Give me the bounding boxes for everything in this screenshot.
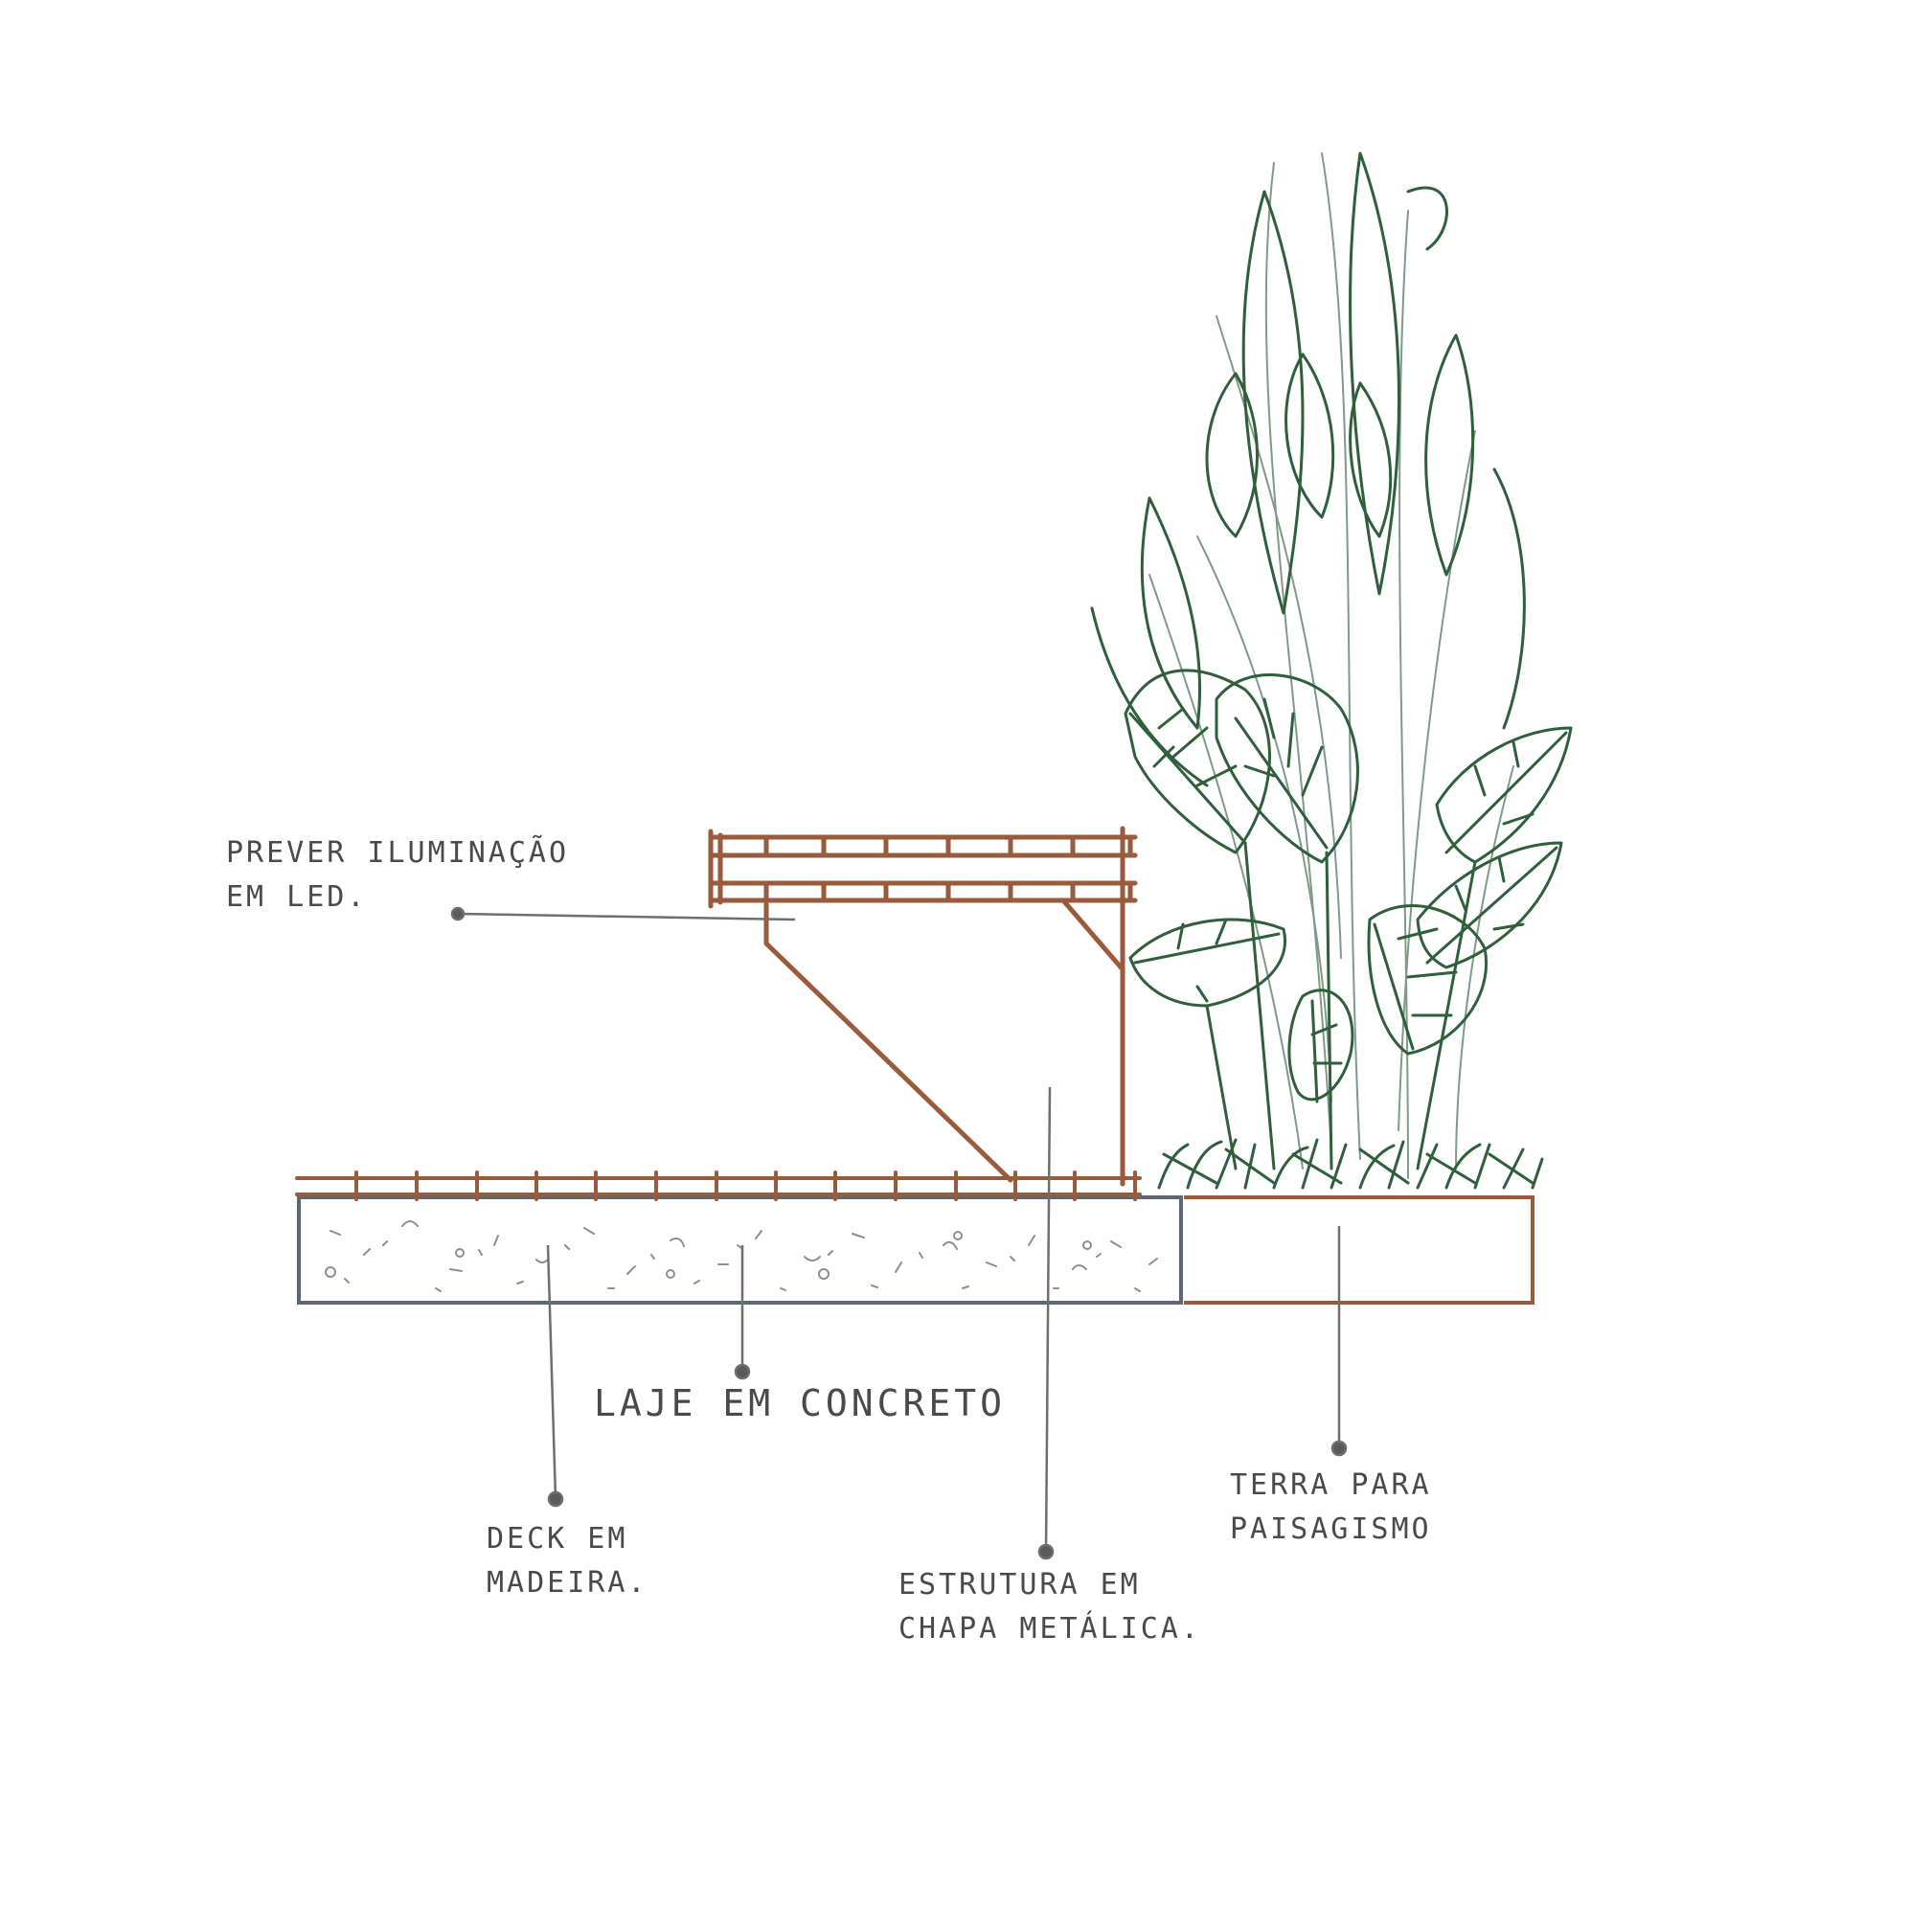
label-deck: Deck em madeira. — [487, 1517, 648, 1605]
tropical-plant — [1090, 151, 1573, 1190]
label-deck-line2: madeira. — [487, 1566, 648, 1600]
label-soil-line1: Terra para — [1230, 1468, 1432, 1502]
label-slab-line1: Laje em concreto — [594, 1382, 1007, 1424]
wood-deck — [295, 1171, 1142, 1201]
label-deck-line1: Deck em — [487, 1522, 628, 1556]
concrete-texture — [325, 1220, 1158, 1292]
label-led-line2: em LED. — [226, 880, 368, 914]
label-soil-line2: paisagismo — [1230, 1512, 1432, 1546]
leader-lines — [450, 906, 1348, 1560]
label-structure: Estrutura em chapa metálica. — [898, 1563, 1201, 1651]
planter-box — [1184, 1195, 1534, 1305]
slab-outline — [297, 1195, 1183, 1305]
metal-bench — [708, 826, 1138, 1187]
label-led: Prever iluminação em LED. — [226, 831, 569, 920]
concrete-slab — [297, 1195, 1183, 1305]
label-structure-line1: Estrutura em — [898, 1568, 1141, 1602]
label-led-line1: Prever iluminação — [226, 836, 570, 870]
label-slab: Laje em concreto — [594, 1381, 1006, 1425]
label-soil: Terra para paisagismo — [1230, 1464, 1432, 1552]
label-structure-line2: chapa metálica. — [898, 1612, 1201, 1646]
